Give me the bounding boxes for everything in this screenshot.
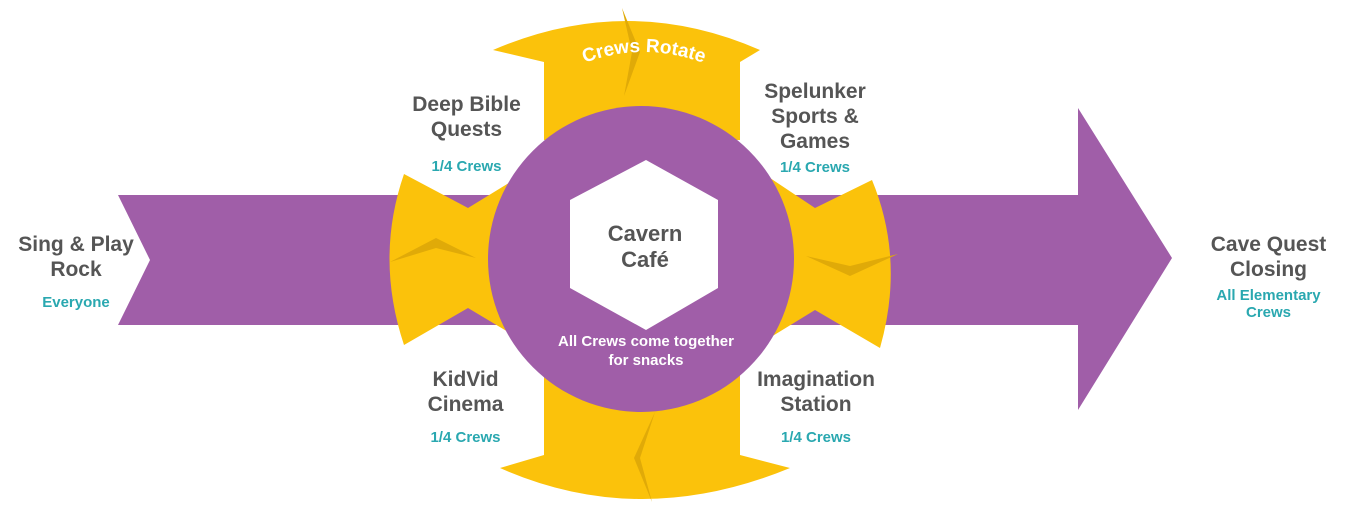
start-station: Sing & Play Rock Everyone: [0, 232, 152, 312]
rotation-chevrons: [390, 8, 898, 502]
station-subtitle: 1/4 Crews: [431, 158, 502, 176]
station-title: Imagination Station: [757, 368, 875, 417]
station-deep-bible-quests: Deep Bible Quests 1/4 Crews: [394, 92, 539, 176]
center-title: Cavern Café: [607, 221, 683, 273]
station-subtitle: 1/4 Crews: [780, 429, 852, 447]
start-subtitle: Everyone: [42, 294, 110, 312]
station-kidvid-cinema: KidVid Cinema 1/4 Crews: [408, 367, 523, 447]
end-station: Cave Quest Closing All Elementary Crews: [1196, 232, 1341, 321]
start-title: Sing & Play Rock: [18, 233, 134, 282]
end-title: Cave Quest Closing: [1210, 233, 1327, 282]
station-subtitle: 1/4 Crews: [779, 158, 851, 176]
station-title: Deep Bible Quests: [412, 93, 521, 142]
center-note: All Crews come together for snacks: [558, 333, 734, 369]
station-title: KidVid Cinema: [427, 368, 504, 417]
cafe-hexagon: [570, 160, 718, 330]
flow-arrow-head: [760, 108, 1172, 410]
station-title: Spelunker Sports & Games: [764, 80, 866, 154]
station-spelunker-sports: Spelunker Sports & Games 1/4 Crews: [745, 79, 885, 177]
station-imagination-station: Imagination Station 1/4 Crews: [738, 367, 894, 447]
end-subtitle: All Elementary Crews: [1216, 287, 1321, 321]
station-subtitle: 1/4 Crews: [430, 429, 501, 447]
